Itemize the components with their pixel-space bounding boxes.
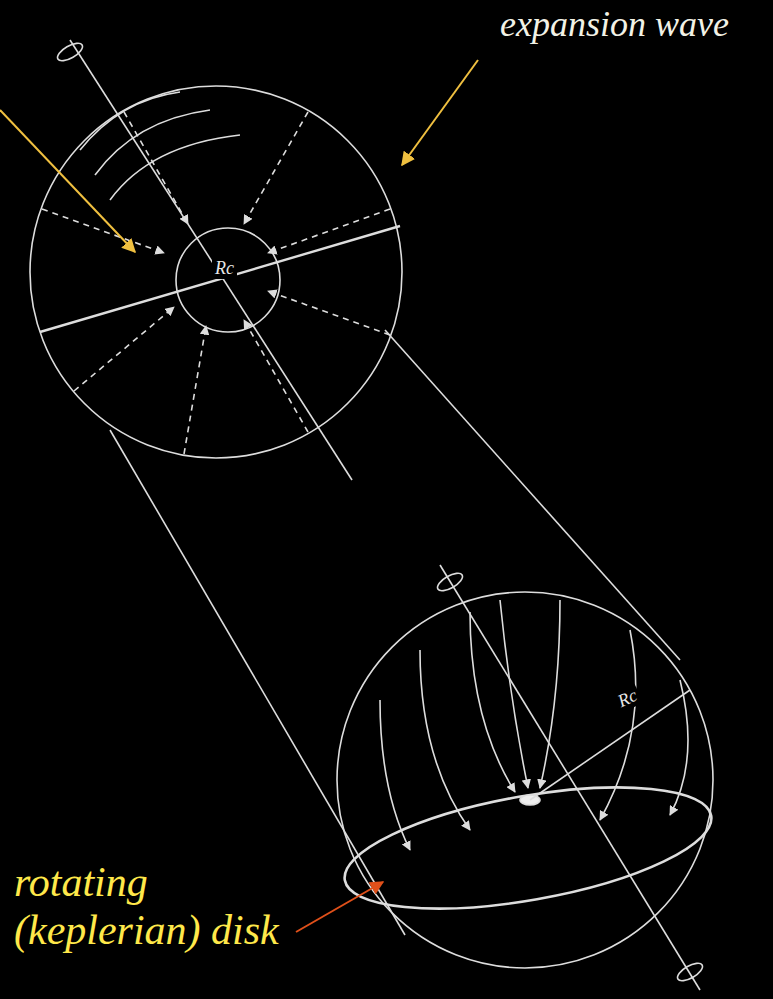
- infall-arc: [600, 630, 636, 820]
- radius-label: Rc: [612, 684, 643, 713]
- infall-arrow: [268, 291, 390, 335]
- infall-arrow: [268, 209, 390, 253]
- expansion-wave-label: expansion wave: [500, 4, 729, 45]
- infall-arc: [470, 612, 515, 792]
- infall-arrow: [244, 112, 308, 224]
- cone-line: [110, 430, 405, 935]
- infall-arrow: [74, 307, 174, 391]
- rotation-axis: [70, 40, 352, 480]
- keplerian-disk: [336, 764, 720, 931]
- infall-arc: [670, 680, 688, 815]
- meridian-arc: [110, 135, 240, 200]
- leader-arrow: [402, 60, 478, 165]
- infall-arrow: [244, 320, 308, 432]
- infall-arrow: [124, 112, 188, 224]
- core-circle: [176, 228, 280, 332]
- leader-arrow: [296, 882, 383, 932]
- infall-arrow: [184, 326, 206, 454]
- expansion-sphere: [30, 86, 402, 458]
- collapse-sphere: [337, 592, 713, 968]
- rotation-loop: [435, 570, 465, 594]
- disk-label: rotating (keplerian) disk: [14, 858, 334, 955]
- disk-plane: [40, 226, 400, 332]
- rotation-loop: [675, 960, 705, 984]
- infall-arc: [380, 700, 410, 850]
- rotation-axis: [440, 565, 700, 990]
- meridian-arc: [95, 110, 210, 175]
- infall-arrow: [42, 209, 164, 253]
- infall-arc: [540, 600, 560, 788]
- cone-line: [385, 330, 680, 660]
- rotation-loop: [55, 40, 85, 64]
- radius-label: Rc: [212, 258, 237, 279]
- infall-arc: [500, 600, 528, 788]
- leader-arrow: [0, 110, 135, 252]
- infall-arc: [420, 650, 470, 830]
